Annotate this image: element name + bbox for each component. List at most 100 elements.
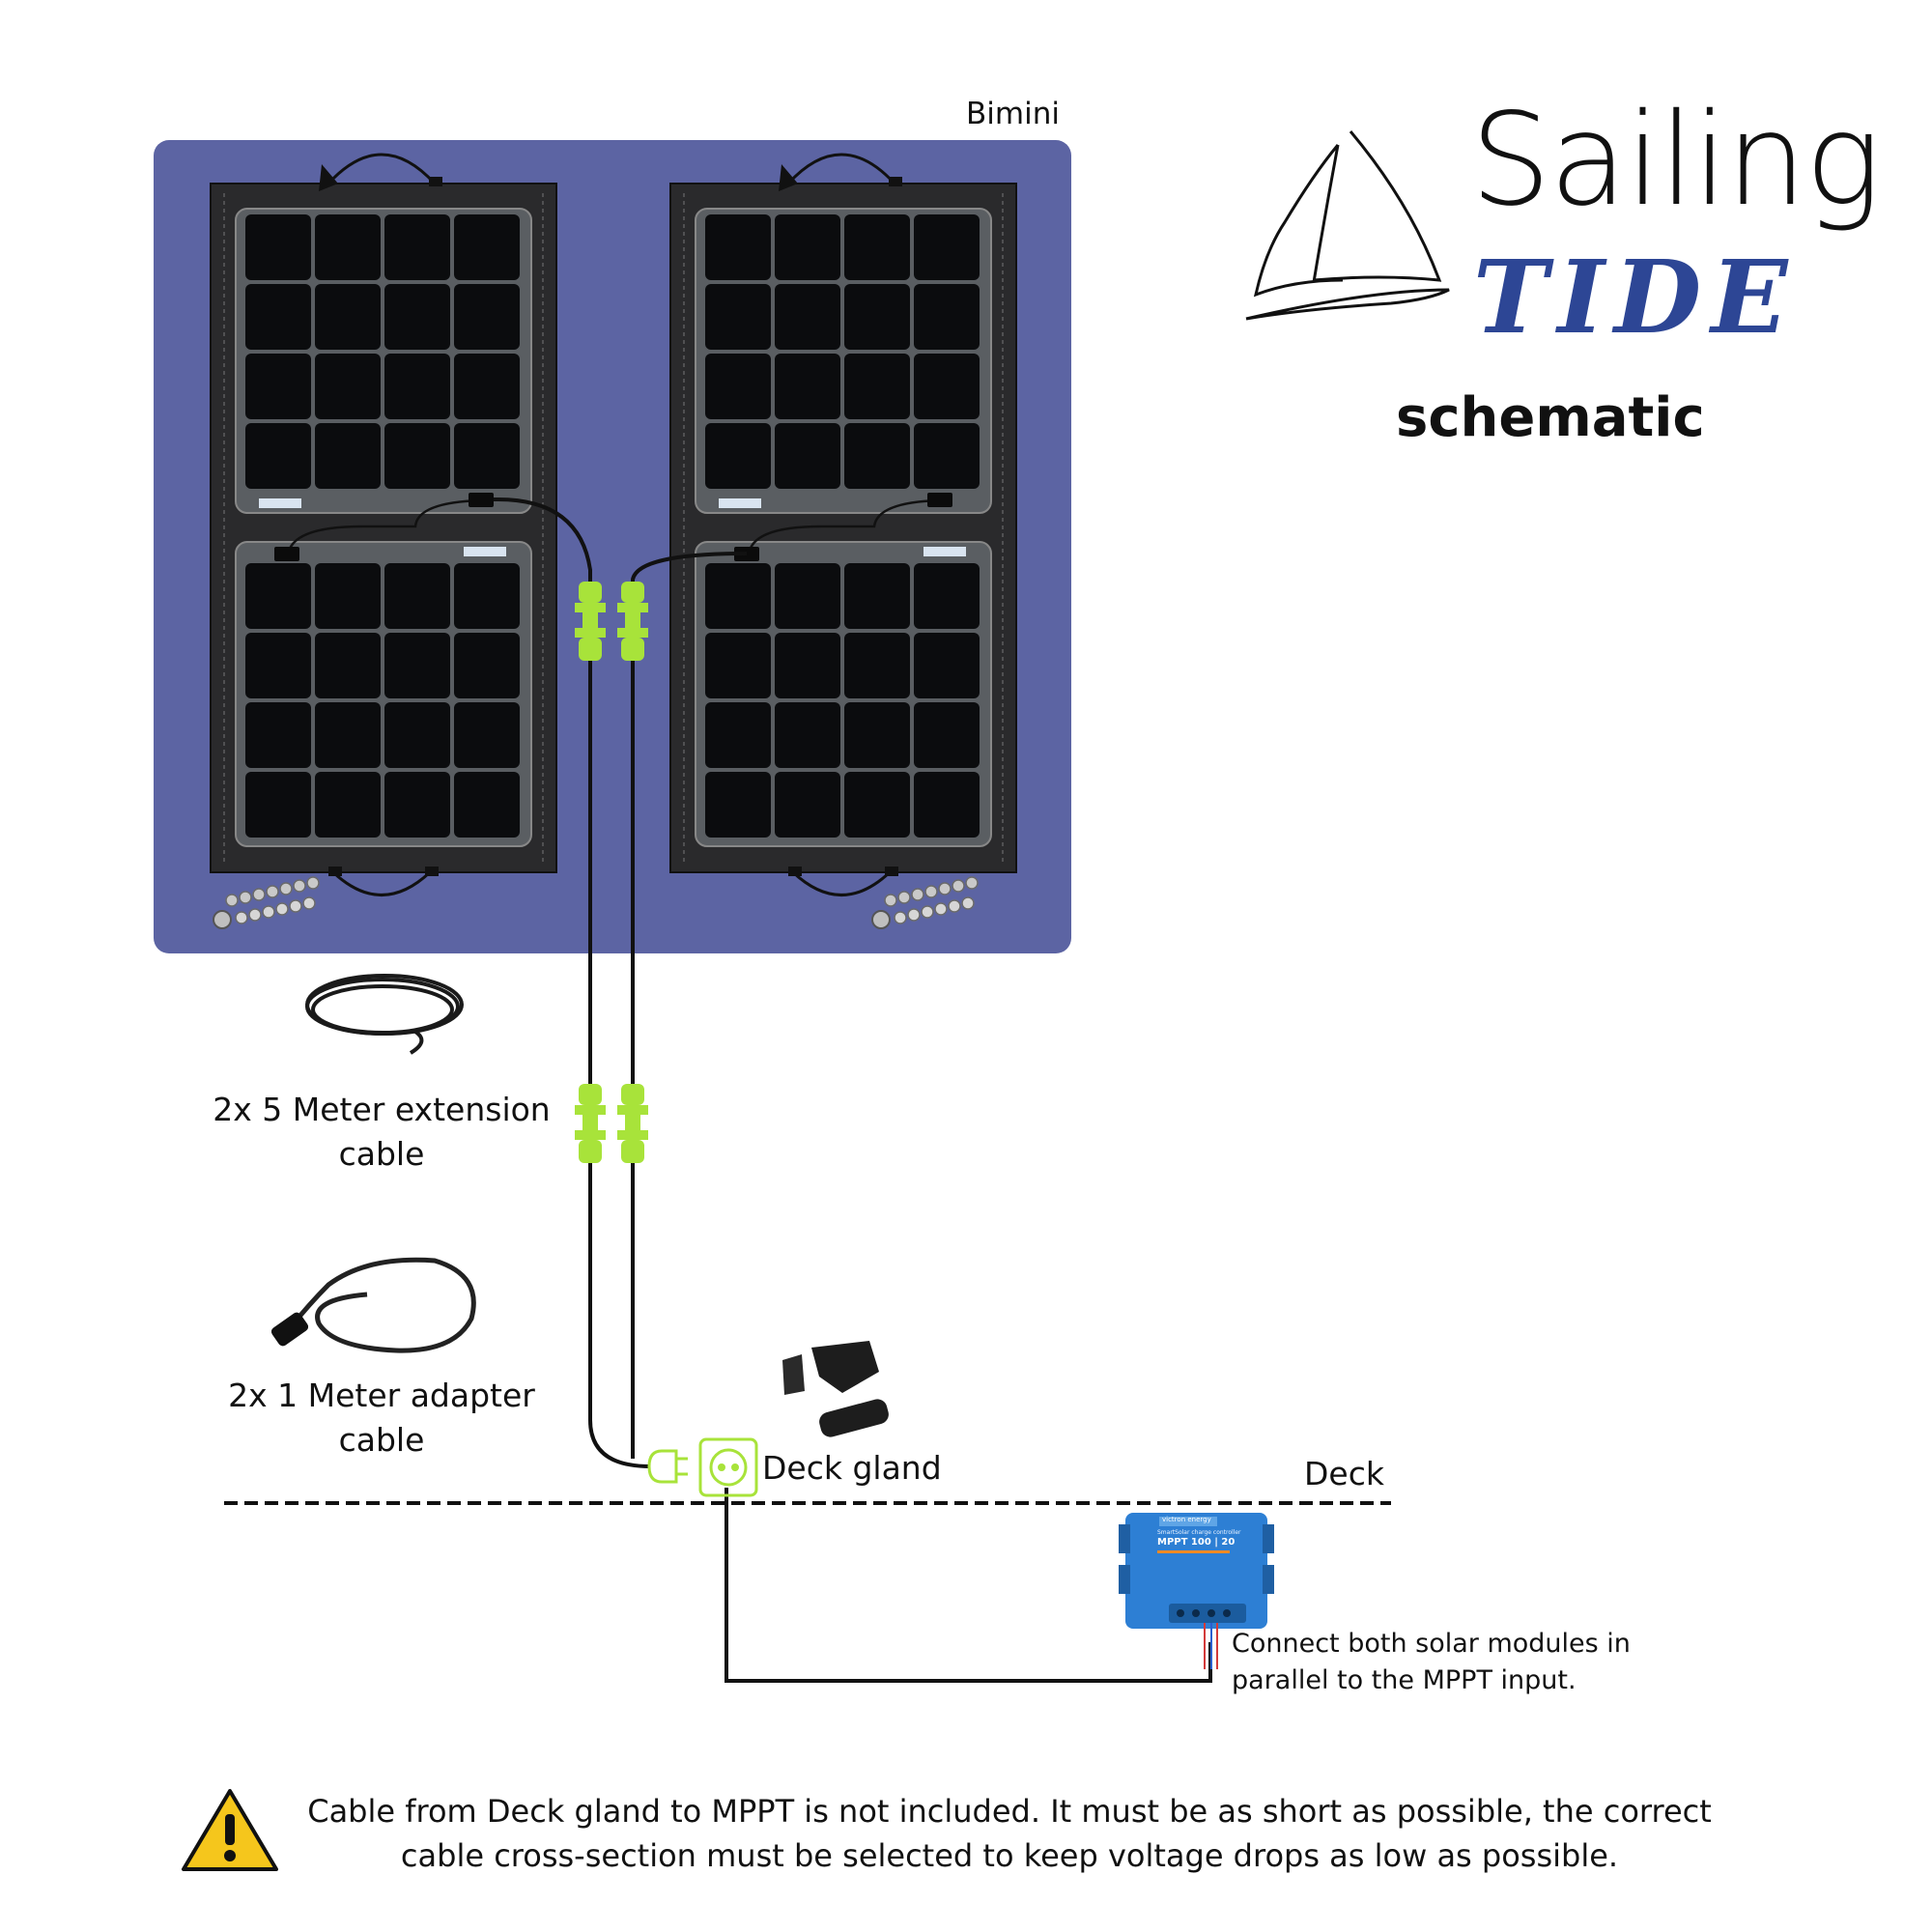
screw-icon [266, 885, 279, 898]
solar-cell [775, 563, 840, 629]
screw-icon [252, 888, 266, 901]
solar-cell [705, 354, 771, 419]
solar-cell [454, 772, 520, 838]
solar-cell [315, 354, 381, 419]
deck-gland [647, 1437, 758, 1497]
screw-icon [225, 894, 239, 907]
mppt-model: MPPT 100 | 20 [1157, 1537, 1236, 1548]
solar-cell [705, 633, 771, 698]
deck-label: Deck [1304, 1455, 1384, 1492]
adapter-cable-image [270, 1257, 476, 1353]
screw-icon [911, 888, 924, 901]
solar-cell [914, 772, 980, 838]
solar-cell [705, 284, 771, 350]
solar-cell [315, 563, 381, 629]
solar-cell [384, 284, 450, 350]
screw-icon [235, 911, 248, 924]
solar-cell [705, 214, 771, 280]
solar-cell [914, 214, 980, 280]
solar-cell [914, 633, 980, 698]
solar-cell [705, 563, 771, 629]
mc4-connector-icon [575, 582, 606, 661]
solar-cell [844, 354, 910, 419]
sailboat-logo-icon [1245, 130, 1450, 321]
solar-cell [245, 633, 311, 698]
deck-gland-label: Deck gland [762, 1449, 942, 1487]
mc4-connector-icon [575, 1084, 606, 1163]
solar-cell [245, 563, 311, 629]
solar-cell [454, 214, 520, 280]
solar-cell [384, 772, 450, 838]
screw-icon [306, 876, 320, 890]
warning-icon [182, 1789, 278, 1871]
screw-icon [938, 882, 952, 895]
extension-cable-line1: 2x 5 Meter extension [213, 1091, 551, 1128]
solar-cell [775, 633, 840, 698]
solar-cell [315, 423, 381, 489]
mounting-screws-left [213, 876, 320, 929]
panel-brand-tags [259, 498, 966, 556]
screw-icon [907, 908, 921, 922]
solar-cell [844, 633, 910, 698]
solar-cell [315, 772, 381, 838]
solar-cell [844, 284, 910, 350]
mppt-note: Connect both solar modules in parallel t… [1232, 1626, 1631, 1699]
mppt-note-line1: Connect both solar modules in [1232, 1629, 1631, 1659]
mc4-connectors [575, 582, 648, 1163]
solar-cell [914, 284, 980, 350]
mc4-connector-icon [617, 582, 648, 661]
solar-cell [245, 772, 311, 838]
main-cables [493, 497, 748, 1468]
bimini-label: Bimini [966, 97, 1060, 131]
solar-cell [454, 354, 520, 419]
screw-icon [262, 905, 275, 919]
screw-icon [921, 905, 934, 919]
screw-icon [924, 885, 938, 898]
solar-cell [914, 563, 980, 629]
solar-cell [775, 354, 840, 419]
extension-cable-label: 2x 5 Meter extension cable [193, 1088, 570, 1177]
solar-cell [775, 702, 840, 768]
solar-cell [315, 702, 381, 768]
solar-cell [384, 633, 450, 698]
screw-icon [961, 896, 975, 910]
solar-panel-right [669, 183, 1017, 873]
extension-cable-line2: cable [338, 1135, 425, 1173]
screw-icon [302, 896, 316, 910]
solar-cell [705, 772, 771, 838]
solar-cell [775, 214, 840, 280]
screw-icon [248, 908, 262, 922]
warning-text: Cable from Deck gland to MPPT is not inc… [280, 1789, 1739, 1878]
solar-cell [844, 214, 910, 280]
solar-cell [384, 563, 450, 629]
solar-cell [454, 423, 520, 489]
adapter-cable-label: 2x 1 Meter adapter cable [193, 1374, 570, 1463]
screw-icon [948, 899, 961, 913]
solar-cell [775, 423, 840, 489]
solar-cell [705, 423, 771, 489]
solar-cell [775, 284, 840, 350]
solar-cell [384, 702, 450, 768]
logo-word-tide: TIDE [1473, 238, 1798, 356]
screw-icon [934, 902, 948, 916]
solar-cell [454, 563, 520, 629]
solar-cell [315, 284, 381, 350]
solar-cell [705, 702, 771, 768]
mc4-connector-icon [617, 1084, 648, 1163]
solar-cell [384, 354, 450, 419]
screw-icon [894, 911, 907, 924]
solar-cell [245, 423, 311, 489]
warning-line1: Cable from Deck gland to MPPT is not inc… [307, 1793, 1712, 1830]
mppt-subtitle: SmartSolar charge controller [1157, 1529, 1241, 1536]
solar-cell [454, 633, 520, 698]
extension-cable-image [305, 974, 464, 1055]
solar-cell [844, 423, 910, 489]
solar-cell [775, 772, 840, 838]
screw-icon [952, 879, 965, 893]
solar-cell [245, 284, 311, 350]
solar-cell [844, 772, 910, 838]
page-subtitle: schematic [1396, 386, 1705, 449]
screw-icon [884, 894, 897, 907]
solar-panel-left [210, 183, 557, 873]
